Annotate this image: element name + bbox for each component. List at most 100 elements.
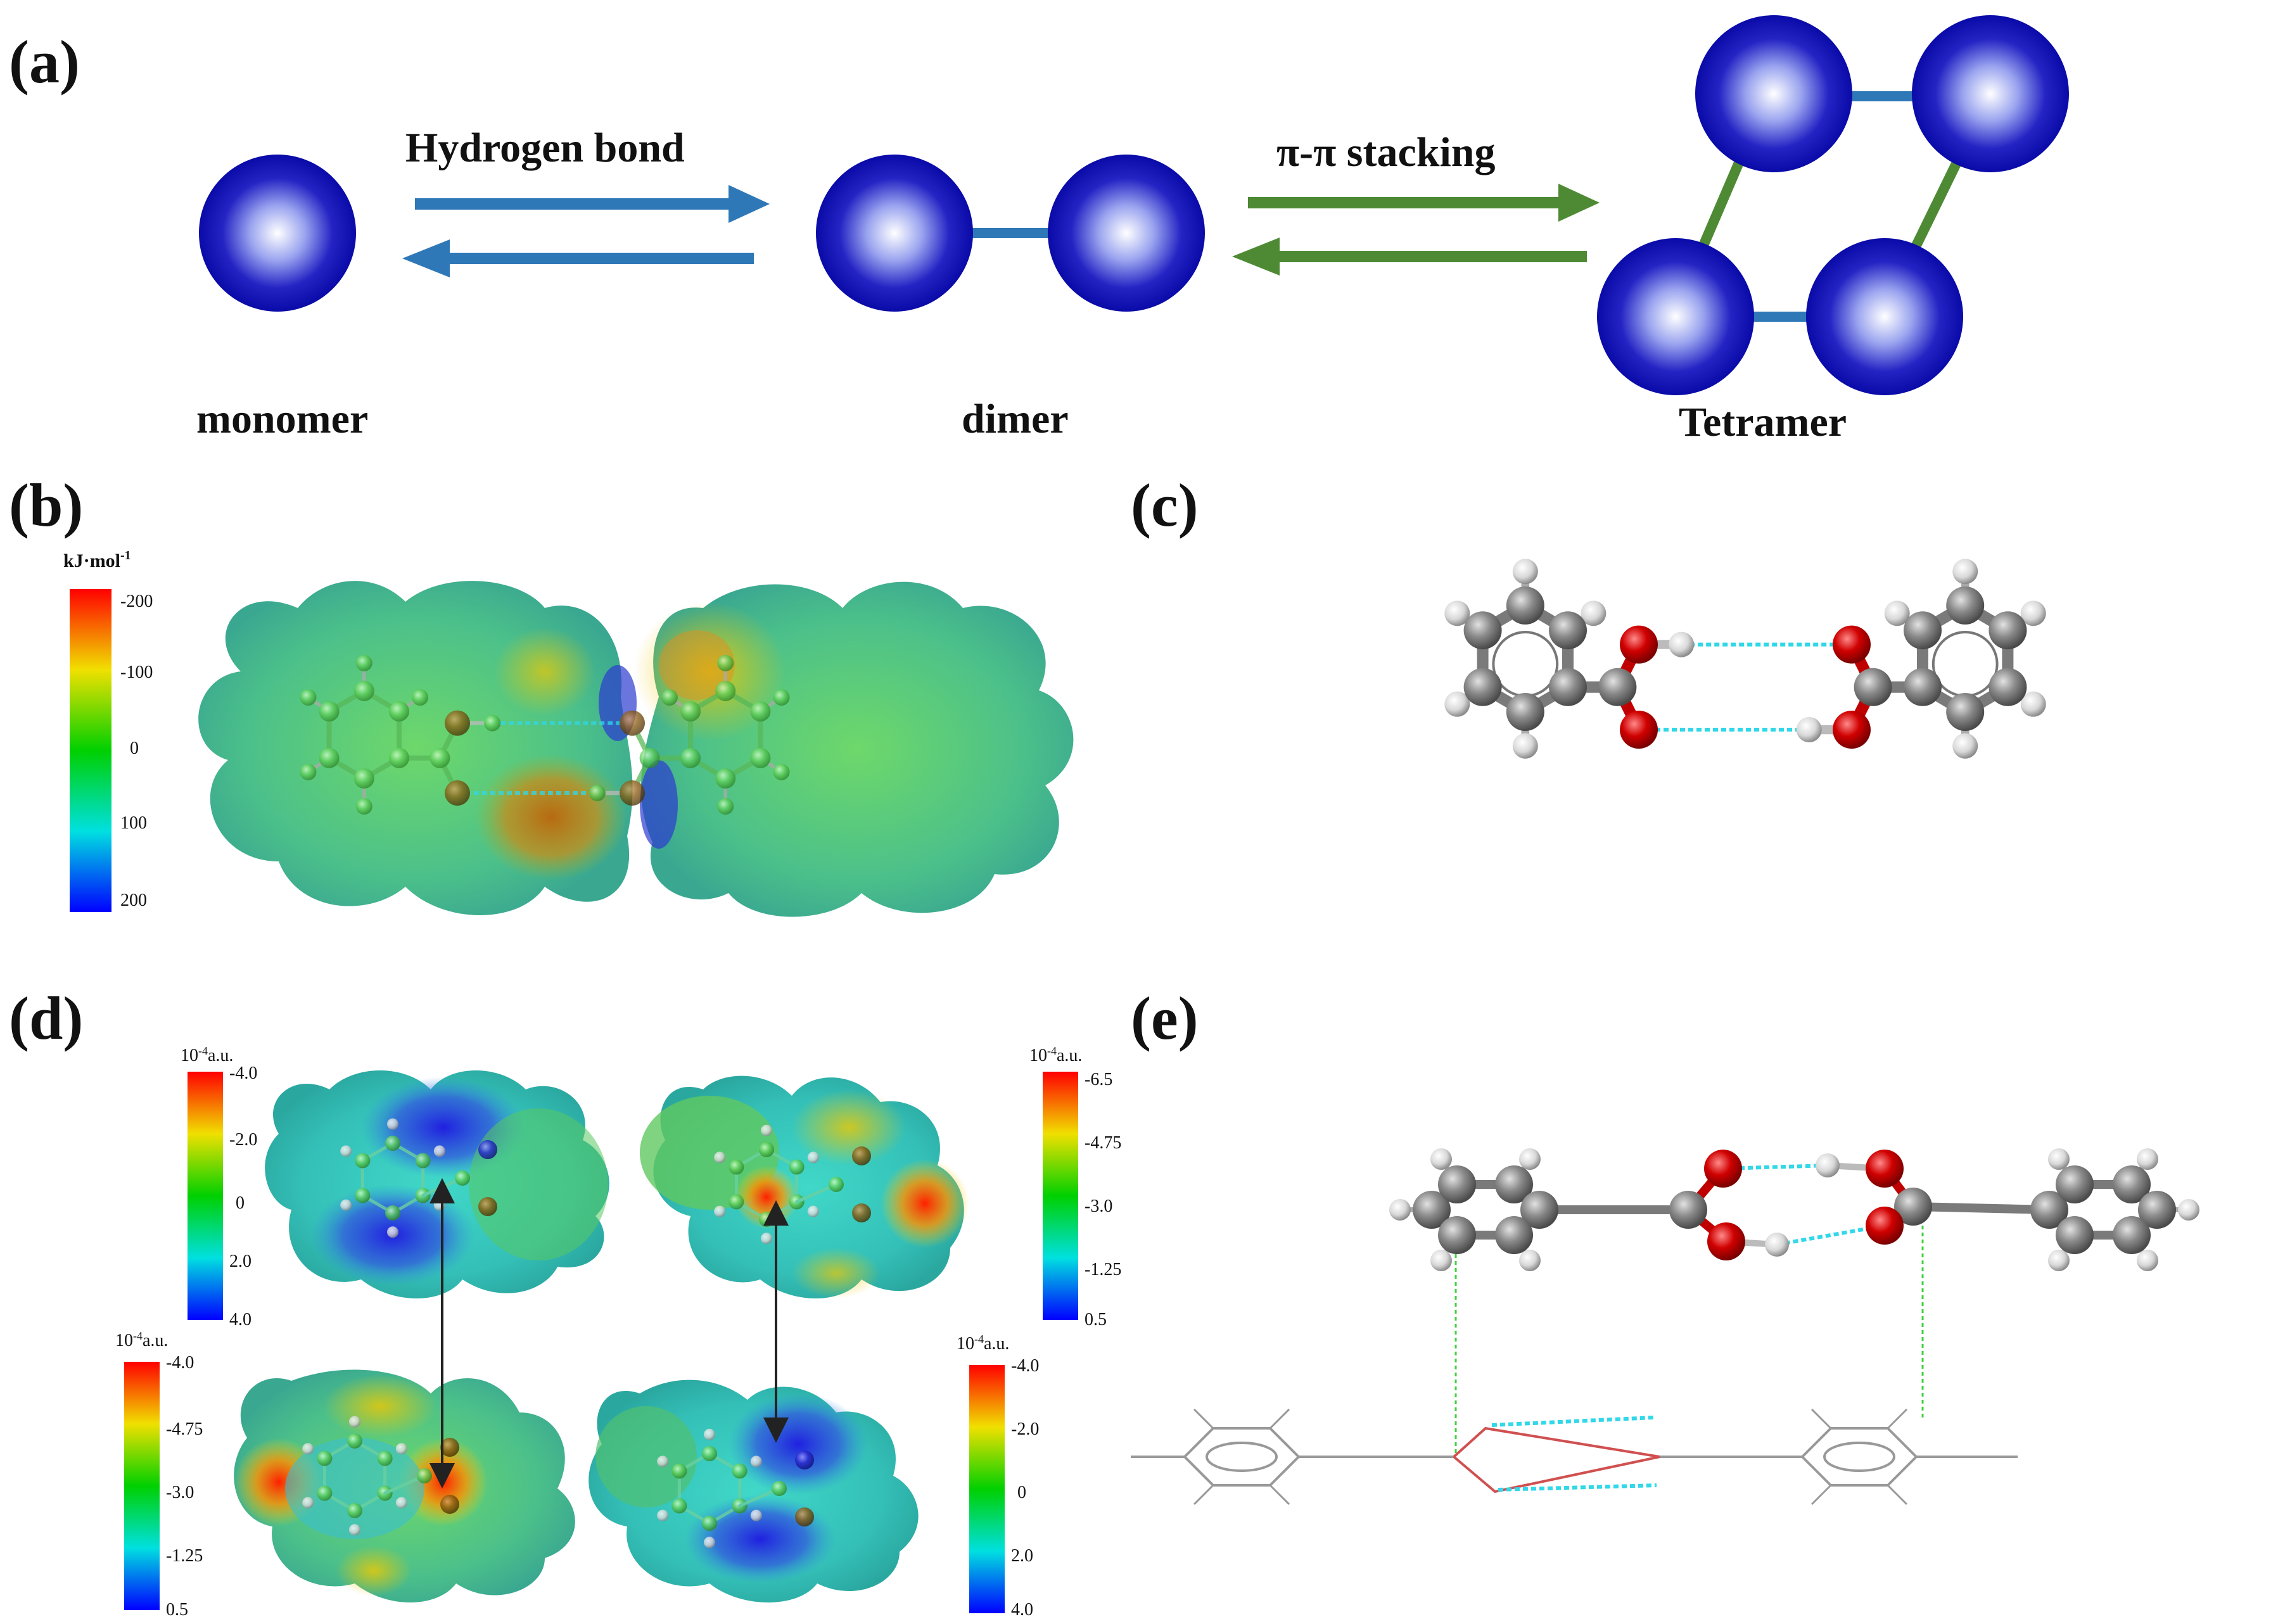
svg-text:-2.0: -2.0 — [1011, 1419, 1039, 1439]
carbon-atom — [750, 701, 771, 722]
stacked-dimer-ball-stick — [1389, 1148, 2199, 1271]
dimer-label: dimer — [962, 396, 1069, 442]
panel-label-e: (e) — [1131, 984, 1199, 1052]
svg-text:kJ·mol-1: kJ·mol-1 — [63, 549, 131, 571]
carbon-atom — [355, 1153, 371, 1169]
carbon-atom — [1904, 668, 1942, 706]
hydrogen-atom — [717, 798, 734, 815]
wire-bond — [1183, 1456, 1214, 1487]
oxygen-atom — [620, 780, 645, 806]
carbon-atom — [2113, 1165, 2151, 1203]
wire-carboxyl-bottom — [1453, 1456, 1660, 1494]
oxygen-atom — [440, 1495, 459, 1514]
carbon-atom — [1549, 611, 1587, 650]
carbon-atom — [389, 701, 409, 722]
hydrogen-atom — [1765, 1233, 1789, 1257]
hydrogen-atom — [412, 689, 429, 706]
colorbar-d2: 10-4a.u. -6.5 -4.75 -3.0 -1.25 0.5 — [1029, 1044, 1121, 1329]
hydrogen-atom — [1952, 733, 1978, 759]
carbon-atom — [319, 747, 340, 768]
oxygen-atom — [1707, 1222, 1745, 1260]
carbon-atom — [715, 768, 736, 789]
panel-label-d: (d) — [9, 984, 83, 1052]
wire-bond — [1887, 1484, 1908, 1506]
hydrogen-atom — [1816, 1153, 1840, 1177]
carbon-atom — [377, 1450, 393, 1466]
svg-text:-1.25: -1.25 — [1085, 1260, 1121, 1279]
carbon-atom — [750, 747, 771, 768]
carbon-atom — [1413, 1191, 1451, 1229]
carbon-atom — [702, 1516, 717, 1531]
esp-surface-d-bottom-right — [589, 1380, 919, 1602]
dimer-sphere-left — [816, 155, 973, 312]
svg-text:10-4a.u.: 10-4a.u. — [957, 1333, 1009, 1354]
dimer-sphere-right — [1048, 155, 1205, 312]
hydrogen-atom — [2020, 691, 2046, 717]
carbon-atom — [1894, 1188, 1932, 1226]
carbon-atom — [1904, 611, 1942, 650]
hydrogen-atom — [761, 1233, 772, 1245]
carbon-atom — [2056, 1216, 2094, 1254]
hydrogen-atom — [807, 1205, 819, 1217]
wire-bond — [1887, 1408, 1908, 1430]
carbon-atom — [417, 1468, 432, 1483]
hydrogen-bond-dashes — [1498, 1483, 1657, 1492]
hydrogen-atom — [1430, 1250, 1452, 1271]
hydrogen-bond-equilibrium-arrows — [402, 185, 770, 277]
hydrogen-atom — [761, 1124, 772, 1136]
hydrogen-atom — [387, 1226, 398, 1238]
carbon-atom — [455, 1170, 470, 1186]
hydrogen-atom — [340, 1199, 352, 1211]
wire-bond — [1269, 1484, 1290, 1506]
hydrogen-bond-dashes — [1491, 1416, 1654, 1427]
colorbar-b-tick: 100 — [120, 813, 147, 833]
hydrogen-atom — [1669, 631, 1695, 657]
oxygen-atom — [620, 710, 645, 736]
wire-bond — [1887, 1427, 1918, 1458]
hydrogen-atom — [1519, 1250, 1541, 1271]
svg-text:4.0: 4.0 — [229, 1310, 251, 1329]
esp-surface-d-top-left — [265, 1070, 609, 1298]
oxygen-atom — [478, 1140, 497, 1159]
svg-text:-3.0: -3.0 — [1085, 1196, 1112, 1216]
tetramer-sphere-top-right — [1912, 15, 2069, 172]
oxygen-atom — [1620, 625, 1658, 664]
oxygen-atom — [1704, 1150, 1742, 1188]
hydrogen-atom — [433, 1145, 445, 1157]
carbon-atom — [355, 1188, 371, 1203]
colorbar-d4: 10-4a.u. -4.0 -2.0 0 2.0 4.0 — [957, 1333, 1039, 1620]
hydrogen-atom — [2048, 1148, 2070, 1170]
carbon-atom — [385, 1205, 400, 1221]
hydrogen-atom — [355, 798, 372, 815]
aromatic-ring-circle — [1931, 631, 1999, 697]
tetramer-sphere-bottom-right — [1806, 238, 1963, 395]
esp-colorbar-b: kJ·mol-1 -200 -100 0 100 200 — [63, 549, 153, 912]
carbon-atom — [2113, 1216, 2151, 1254]
carbon-atom — [702, 1446, 717, 1461]
hydrogen-atom — [657, 1456, 669, 1468]
oxygen-atom — [1866, 1150, 1904, 1188]
pi-stacking-equilibrium-arrows — [1232, 184, 1600, 276]
colorbar-b-tick: -100 — [120, 663, 153, 682]
carbon-atom — [1988, 611, 2027, 650]
hydrogen-atom — [1444, 600, 1470, 626]
carbon-atom — [347, 1433, 362, 1449]
wire-aromatic-ring — [1206, 1442, 1278, 1472]
panel-label-c: (c) — [1131, 471, 1199, 539]
svg-text:-6.5: -6.5 — [1085, 1070, 1112, 1089]
carbon-atom — [759, 1212, 774, 1227]
carbon-atom — [347, 1503, 362, 1518]
wire-bond — [1810, 1408, 1832, 1430]
hydrogen-atom — [484, 714, 501, 732]
hydrogen-atom — [349, 1416, 360, 1428]
hydrogen-atom — [355, 654, 372, 671]
hydrogen-atom — [807, 1151, 819, 1164]
hydrogen-atom — [2137, 1148, 2158, 1170]
hydrogen-atom — [1796, 717, 1822, 742]
wire-bond — [1810, 1484, 1832, 1506]
hydrogen-atom — [340, 1145, 352, 1157]
carbon-atom — [1438, 1165, 1476, 1203]
monomer-label: monomer — [196, 396, 368, 442]
aromatic-ring-circle — [1492, 631, 1559, 697]
